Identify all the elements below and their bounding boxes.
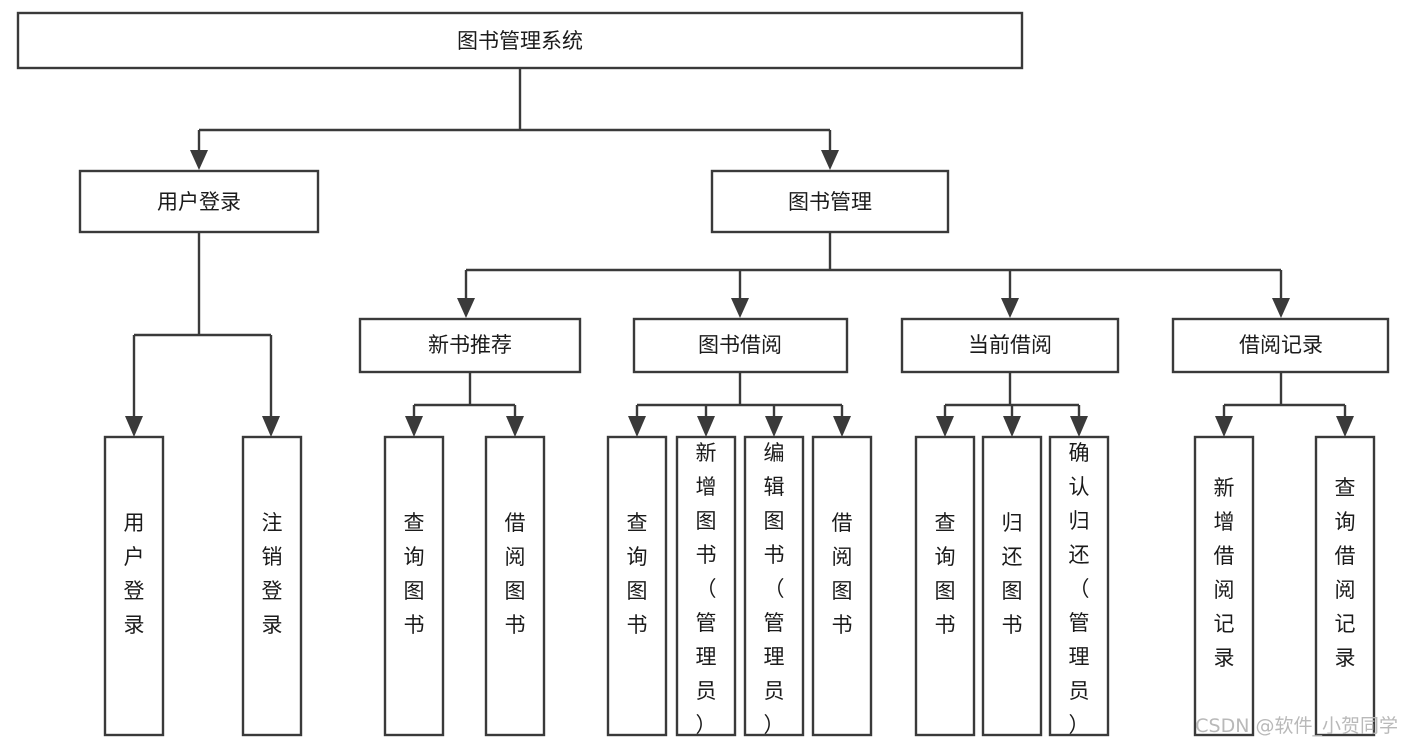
leaf-bb-add-book-box — [675, 435, 737, 737]
leaf-bb-edit-book-label: 编辑图书（管理员） — [764, 441, 785, 737]
node-book-management[interactable]: 图书管理 — [710, 169, 950, 234]
new-book-recommend-box — [358, 317, 582, 374]
edges-user-login-children — [125, 232, 280, 437]
arrow-cb-leaf-2 — [1003, 416, 1021, 437]
leaf-node-nb-borrow-book[interactable]: 借阅图书 — [484, 435, 546, 737]
leaf-user-login-label: 用户登录 — [124, 511, 145, 637]
leaf-nb-query-book-box — [383, 435, 445, 737]
arrow-bb-leaf-3 — [765, 416, 783, 437]
arrow-cb-leaf-1 — [936, 416, 954, 437]
node-root[interactable]: 图书管理系统 — [16, 11, 1024, 70]
arrow-leaf-user-login — [125, 416, 143, 437]
node-book-borrow[interactable]: 图书借阅 — [632, 317, 849, 374]
leaf-node-bb-query-book[interactable]: 查询图书 — [606, 435, 668, 737]
leaf-logout-label: 注销登录 — [262, 511, 283, 637]
leaf-br-add-record-label: 新增借阅记录 — [1214, 476, 1235, 670]
arrow-borrow — [731, 298, 749, 318]
node-current-borrow[interactable]: 当前借阅 — [900, 317, 1120, 374]
leaf-br-add-record-box — [1193, 435, 1255, 737]
leaf-node-logout[interactable]: 注销登录 — [241, 435, 303, 737]
leaf-bb-query-book-box — [606, 435, 668, 737]
user-login-label: 用户登录 — [157, 190, 241, 214]
edges-book-borrow-children — [628, 372, 851, 437]
leaf-nb-borrow-book-label: 借阅图书 — [505, 511, 526, 637]
leaf-node-cb-return-book[interactable]: 归还图书 — [981, 435, 1043, 737]
leaf-cb-return-book-label: 归还图书 — [1002, 511, 1023, 637]
arrow-records — [1272, 298, 1290, 318]
arrow-br-leaf-2 — [1336, 416, 1354, 437]
borrow-records-label: 借阅记录 — [1239, 333, 1323, 357]
book-borrow-label: 图书借阅 — [698, 333, 782, 357]
edges-current-borrow-children — [936, 372, 1088, 437]
leaf-bb-borrow-book-label: 借阅图书 — [832, 511, 853, 637]
node-user-login[interactable]: 用户登录 — [78, 169, 320, 234]
arrow-nb-leaf-1 — [405, 416, 423, 437]
edges-new-book-children — [405, 372, 524, 437]
node-new-book-recommend[interactable]: 新书推荐 — [358, 317, 582, 374]
arrow-book-mgmt — [821, 150, 839, 170]
edges-book-management-children — [457, 232, 1290, 318]
watermark-label: CSDN @软件_小贺同学 — [1195, 715, 1398, 737]
leaf-user-login-box — [103, 435, 165, 737]
leaf-node-user-login[interactable]: 用户登录 — [103, 435, 165, 737]
leaf-br-query-record-label: 查询借阅记录 — [1335, 476, 1356, 670]
current-borrow-box — [900, 317, 1120, 374]
leaf-bb-query-book-label: 查询图书 — [627, 511, 648, 637]
arrow-nb-leaf-2 — [506, 416, 524, 437]
book-borrow-box — [632, 317, 849, 374]
leaf-bb-edit-book-box — [743, 435, 805, 737]
leaf-cb-query-book-label: 查询图书 — [935, 511, 956, 637]
leaf-node-bb-borrow-book[interactable]: 借阅图书 — [811, 435, 873, 737]
leaf-node-bb-add-book[interactable]: 新增图书（管理员） — [675, 435, 737, 737]
leaf-logout-box — [241, 435, 303, 737]
leaf-cb-return-book-box — [981, 435, 1043, 737]
leaf-br-query-record-box — [1314, 435, 1376, 737]
borrow-records-box — [1171, 317, 1390, 374]
leaf-nb-borrow-book-box — [484, 435, 546, 737]
arrow-user-login — [190, 150, 208, 170]
leaf-node-bb-edit-book[interactable]: 编辑图书（管理员） — [743, 435, 805, 737]
book-management-label: 图书管理 — [788, 190, 872, 214]
leaf-node-cb-query-book[interactable]: 查询图书 — [914, 435, 976, 737]
leaf-node-cb-confirm-return[interactable]: 确认归还（管理员） — [1048, 435, 1110, 737]
current-borrow-label: 当前借阅 — [968, 333, 1052, 357]
leaf-node-nb-query-book[interactable]: 查询图书 — [383, 435, 445, 737]
arrow-br-leaf-1 — [1215, 416, 1233, 437]
leaf-bb-add-book-label: 新增图书（管理员） — [696, 441, 717, 737]
leaf-node-br-add-record[interactable]: 新增借阅记录 — [1193, 435, 1255, 737]
root-label: 图书管理系统 — [457, 29, 583, 53]
arrow-cb-leaf-3 — [1070, 416, 1088, 437]
arrow-leaf-logout — [262, 416, 280, 437]
leaf-cb-confirm-return-label: 确认归还（管理员） — [1069, 441, 1090, 737]
leaf-node-br-query-record[interactable]: 查询借阅记录 — [1314, 435, 1376, 737]
leaf-cb-confirm-return-box — [1048, 435, 1110, 737]
leaf-nb-query-book-label: 查询图书 — [404, 511, 425, 637]
arrow-bb-leaf-1 — [628, 416, 646, 437]
new-book-recommend-label: 新书推荐 — [428, 333, 512, 357]
leaf-bb-borrow-book-box — [811, 435, 873, 737]
book-management-box — [710, 169, 950, 234]
edges-borrow-records-children — [1215, 372, 1354, 437]
leaf-cb-query-book-box — [914, 435, 976, 737]
edges-root-to-level1 — [190, 68, 839, 170]
node-borrow-records[interactable]: 借阅记录 — [1171, 317, 1390, 374]
arrow-new-book — [457, 298, 475, 318]
arrow-current — [1001, 298, 1019, 318]
arrow-bb-leaf-2 — [697, 416, 715, 437]
arrow-bb-leaf-4 — [833, 416, 851, 437]
root-box — [16, 11, 1024, 70]
